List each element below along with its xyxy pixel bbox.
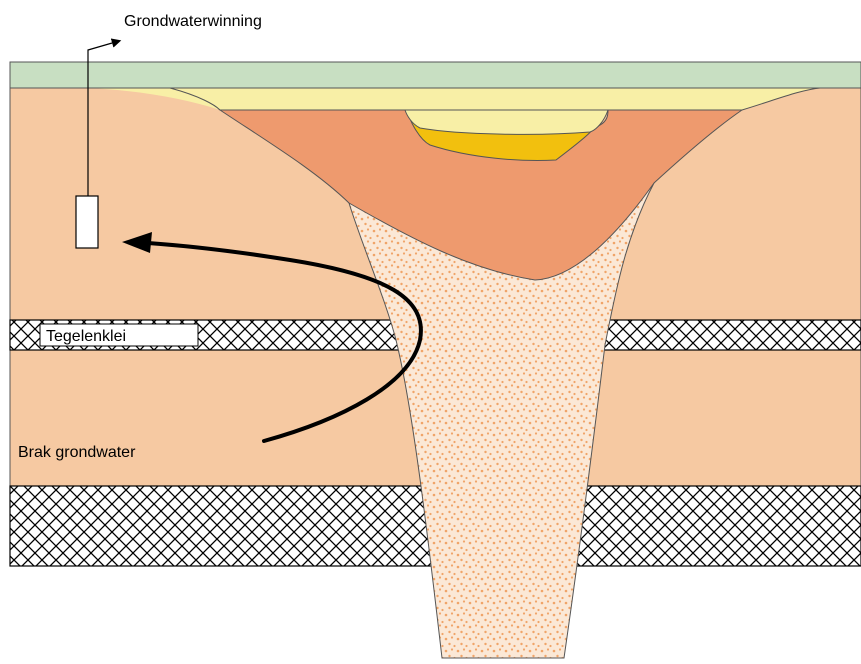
pale-fill-band bbox=[170, 88, 820, 110]
brackish-water-label: Brak grondwater bbox=[18, 444, 136, 461]
topsoil-layer bbox=[10, 62, 861, 88]
pale-fill-cap bbox=[405, 110, 608, 134]
well-label: Grondwaterwinning bbox=[124, 13, 262, 30]
clay-label: Tegelenklei bbox=[46, 328, 126, 345]
well-screen bbox=[76, 196, 98, 248]
